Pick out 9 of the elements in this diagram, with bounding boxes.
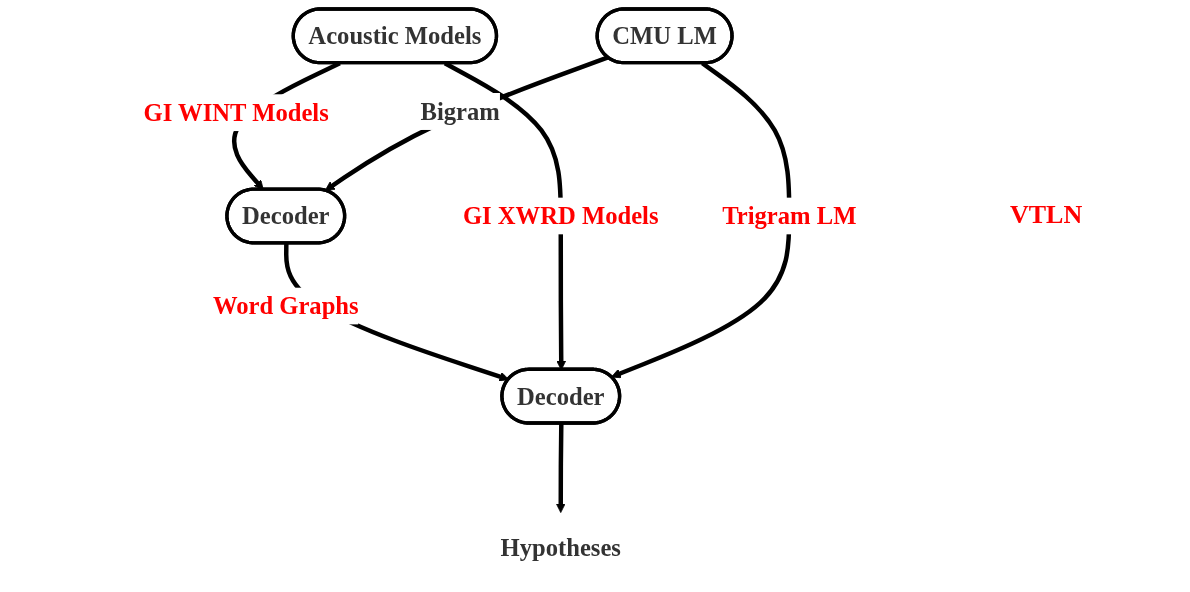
node-text: Hypotheses: [500, 533, 621, 562]
edge-label: Word Graphs: [212, 292, 359, 321]
edge-label: Bigram: [420, 97, 500, 126]
edge-label: GI WINT Models: [143, 98, 329, 127]
arrow: [555, 423, 566, 513]
arrow: [324, 55, 609, 192]
note-text: VTLN: [1010, 200, 1083, 230]
edge-label: GI XWRD Models: [462, 202, 659, 230]
edge-label: Trigram LM: [722, 202, 857, 230]
